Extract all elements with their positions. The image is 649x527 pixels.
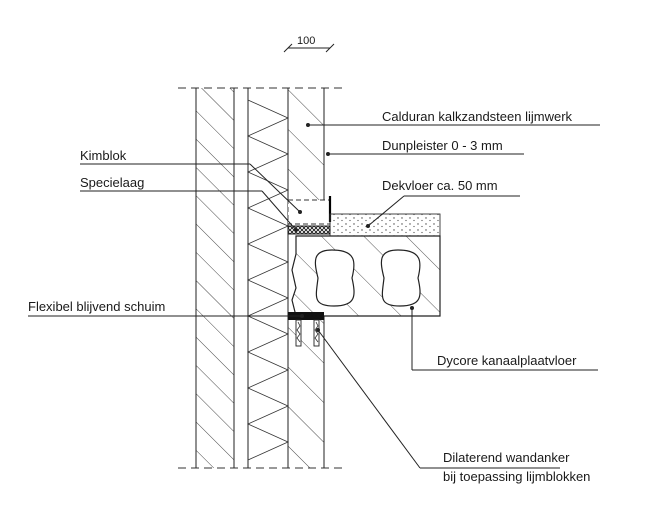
label-dunpleister: Dunpleister 0 - 3 mm [382,138,503,153]
flexible-foam [288,312,324,320]
slab-core-1 [314,249,355,307]
label-kimblok: Kimblok [80,148,127,163]
mortar-bed [287,225,331,235]
dimension-value: 100 [297,35,315,47]
dimension-mark: 100 [283,35,335,53]
label-dycore: Dycore kanaalplaatvloer [437,353,577,368]
wall-anchor [295,319,320,347]
leader-flexibel: Flexibel blijvend schuim [28,299,304,318]
leader-kimblok: Kimblok [80,148,302,214]
label-specielaag: Specielaag [80,175,144,190]
hollow-core-slab [291,235,441,317]
slab-core-2 [380,249,421,307]
kimblok [287,199,331,225]
label-dilaterend-line1: Dilaterend wandanker [443,450,570,465]
leader-dekvloer: Dekvloer ca. 50 mm [366,178,520,228]
screed-layer [329,213,441,237]
inner-leaf-upper [288,88,325,200]
leader-dycore: Dycore kanaalplaatvloer [410,306,598,371]
label-flexibel: Flexibel blijvend schuim [28,299,165,314]
label-calduran: Calduran kalkzandsteen lijmwerk [382,109,573,124]
insulation-layer [247,88,289,468]
label-dilaterend-line2: bij toepassing lijmblokken [443,469,590,484]
leader-calduran: Calduran kalkzandsteen lijmwerk [306,109,600,127]
leader-specielaag: Specielaag [80,175,298,232]
label-dekvloer: Dekvloer ca. 50 mm [382,178,498,193]
leader-dunpleister: Dunpleister 0 - 3 mm [326,138,524,156]
outer-leaf-wall [195,88,235,468]
leader-dilaterend: Dilaterend wandanker bij toepassing lijm… [316,328,590,484]
